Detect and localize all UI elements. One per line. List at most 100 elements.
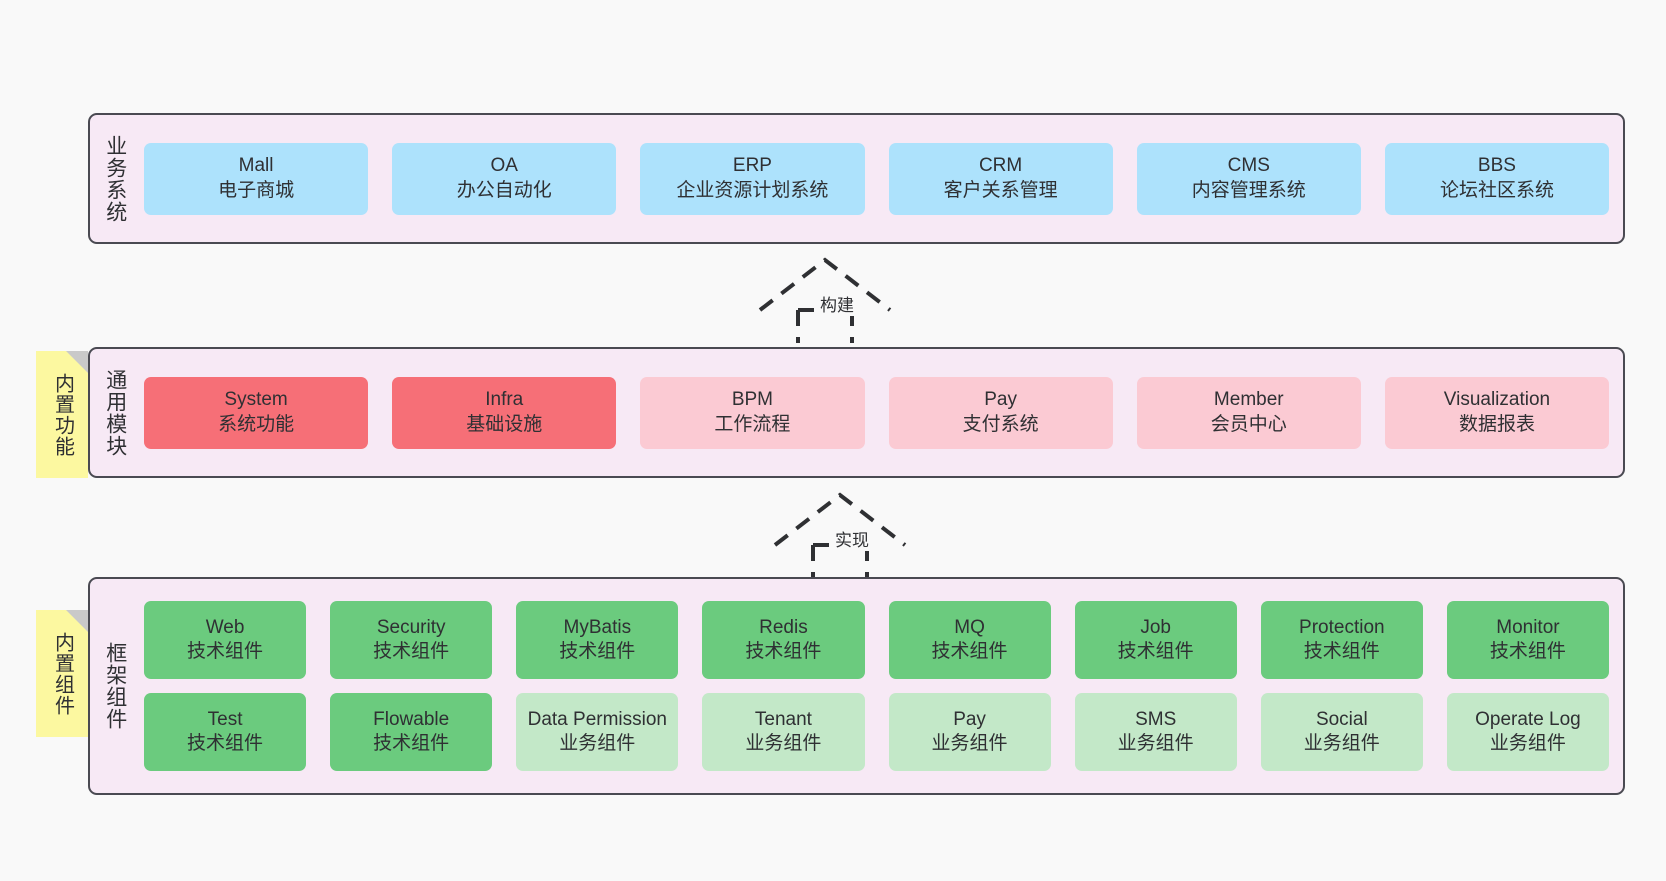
layer-title-business: 业务系统	[103, 134, 127, 223]
layer-framework-components: 框架组件 Web 技术组件 Security 技术组件 MyBatis 技术组件…	[88, 577, 1625, 795]
node-subtitle: 技术组件	[1117, 641, 1194, 662]
node-crm[interactable]: CRM 客户关系管理	[888, 142, 1113, 215]
folded-corner-icon	[66, 610, 88, 632]
node-subtitle: 基础设施	[466, 413, 543, 435]
node-title: Tenant	[754, 708, 812, 730]
node-subtitle: 论坛社区系统	[1439, 179, 1554, 201]
node-title: Infra	[485, 389, 524, 411]
node-subtitle: 技术组件	[187, 641, 264, 662]
node-security[interactable]: Security 技术组件	[330, 601, 493, 679]
node-subtitle: 会员中心	[1210, 413, 1287, 435]
sticky-note-builtin-functions: 内置功能	[36, 351, 88, 478]
node-subtitle: 内容管理系统	[1191, 179, 1306, 201]
connector-implement: 实现	[770, 490, 920, 580]
node-redis[interactable]: Redis 技术组件	[702, 601, 865, 679]
node-title: BBS	[1477, 155, 1516, 177]
node-title: BPM	[731, 389, 774, 411]
node-title: Pay	[984, 389, 1017, 411]
node-mybatis[interactable]: MyBatis 技术组件	[516, 601, 679, 679]
node-cms[interactable]: CMS 内容管理系统	[1136, 142, 1361, 215]
node-subtitle: 客户关系管理	[943, 179, 1058, 201]
node-title: Member	[1213, 389, 1284, 411]
node-title: Job	[1140, 616, 1171, 638]
layer-title-common: 通用模块	[103, 368, 127, 457]
node-title: Mall	[238, 155, 274, 177]
node-bpm[interactable]: BPM 工作流程	[640, 376, 865, 449]
node-pay-module[interactable]: Pay 支付系统	[888, 376, 1113, 449]
layer-row: Web 技术组件 Security 技术组件 MyBatis 技术组件 Redi…	[144, 601, 1609, 679]
layer-body-business: Mall 电子商城 OA 办公自动化 ERP 企业资源计划系统 CRM 客户关系…	[140, 115, 1623, 242]
node-bbs[interactable]: BBS 论坛社区系统	[1384, 142, 1610, 215]
node-title: Monitor	[1496, 616, 1560, 638]
node-sms[interactable]: SMS 业务组件	[1074, 693, 1237, 771]
connector-label: 实现	[832, 526, 872, 551]
node-visualization[interactable]: Visualization 数据报表	[1384, 376, 1610, 449]
node-title: ERP	[732, 155, 772, 177]
node-title: Security	[376, 616, 446, 638]
node-title: Web	[205, 616, 245, 638]
node-oa[interactable]: OA 办公自动化	[392, 142, 617, 215]
node-system[interactable]: System 系统功能	[144, 376, 369, 449]
node-member[interactable]: Member 会员中心	[1136, 376, 1361, 449]
node-job[interactable]: Job 技术组件	[1074, 601, 1237, 679]
node-title: Protection	[1299, 616, 1385, 638]
node-mall[interactable]: Mall 电子商城	[144, 142, 369, 215]
node-title: Pay	[953, 708, 986, 730]
node-subtitle: 业务组件	[745, 733, 822, 754]
node-subtitle: 支付系统	[962, 413, 1039, 435]
layer-row: Test 技术组件 Flowable 技术组件 Data Permission …	[144, 693, 1609, 771]
layer-common-modules: 通用模块 System 系统功能 Infra 基础设施 BPM 工作流程 Pay…	[88, 347, 1625, 478]
node-data-permission[interactable]: Data Permission 业务组件	[516, 693, 679, 771]
node-title: Test	[207, 708, 243, 730]
node-subtitle: 技术组件	[559, 641, 636, 662]
node-subtitle: 技术组件	[931, 641, 1008, 662]
node-subtitle: 数据报表	[1458, 413, 1535, 435]
node-title: Flowable	[373, 708, 450, 730]
node-subtitle: 业务组件	[1303, 733, 1380, 754]
node-mq[interactable]: MQ 技术组件	[888, 601, 1051, 679]
node-title: Data Permission	[527, 708, 667, 730]
node-operate-log[interactable]: Operate Log 业务组件	[1446, 693, 1609, 771]
node-tenant[interactable]: Tenant 业务组件	[702, 693, 865, 771]
sticky-note-builtin-components: 内置组件	[36, 610, 88, 737]
node-subtitle: 业务组件	[931, 733, 1008, 754]
node-subtitle: 技术组件	[187, 733, 264, 754]
layer-title-framework: 框架组件	[103, 642, 127, 730]
node-flowable[interactable]: Flowable 技术组件	[330, 693, 493, 771]
node-subtitle: 业务组件	[559, 733, 636, 754]
node-title: Visualization	[1443, 389, 1551, 411]
folded-corner-icon	[66, 351, 88, 373]
connector-label: 构建	[817, 291, 857, 316]
node-subtitle: 技术组件	[1303, 641, 1380, 662]
node-subtitle: 办公自动化	[456, 179, 552, 201]
node-subtitle: 技术组件	[373, 733, 450, 754]
node-title: MQ	[954, 616, 985, 638]
node-subtitle: 业务组件	[1489, 733, 1566, 754]
node-protection[interactable]: Protection 技术组件	[1260, 601, 1423, 679]
connector-build: 构建	[755, 255, 905, 345]
node-subtitle: 技术组件	[1489, 641, 1566, 662]
node-title: OA	[490, 155, 518, 177]
node-subtitle: 电子商城	[218, 179, 295, 201]
layer-row: Mall 电子商城 OA 办公自动化 ERP 企业资源计划系统 CRM 客户关系…	[144, 142, 1610, 215]
node-infra[interactable]: Infra 基础设施	[392, 376, 617, 449]
node-social[interactable]: Social 业务组件	[1260, 693, 1423, 771]
node-subtitle: 业务组件	[1117, 733, 1194, 754]
node-title: Social	[1315, 708, 1368, 730]
node-subtitle: 技术组件	[745, 641, 822, 662]
node-title: MyBatis	[563, 616, 632, 638]
node-erp[interactable]: ERP 企业资源计划系统	[640, 142, 865, 215]
node-title: System	[224, 389, 288, 411]
layer-row: System 系统功能 Infra 基础设施 BPM 工作流程 Pay 支付系统…	[144, 376, 1610, 449]
node-subtitle: 系统功能	[218, 413, 295, 435]
node-test[interactable]: Test 技术组件	[144, 693, 307, 771]
node-web[interactable]: Web 技术组件	[144, 601, 307, 679]
node-title: Operate Log	[1475, 708, 1581, 730]
layer-body-common: System 系统功能 Infra 基础设施 BPM 工作流程 Pay 支付系统…	[140, 349, 1623, 476]
sticky-note-label: 内置功能	[51, 372, 74, 457]
node-title: Redis	[759, 616, 808, 638]
node-pay-component[interactable]: Pay 业务组件	[888, 693, 1051, 771]
node-monitor[interactable]: Monitor 技术组件	[1446, 601, 1609, 679]
layer-body-framework: Web 技术组件 Security 技术组件 MyBatis 技术组件 Redi…	[140, 579, 1623, 793]
